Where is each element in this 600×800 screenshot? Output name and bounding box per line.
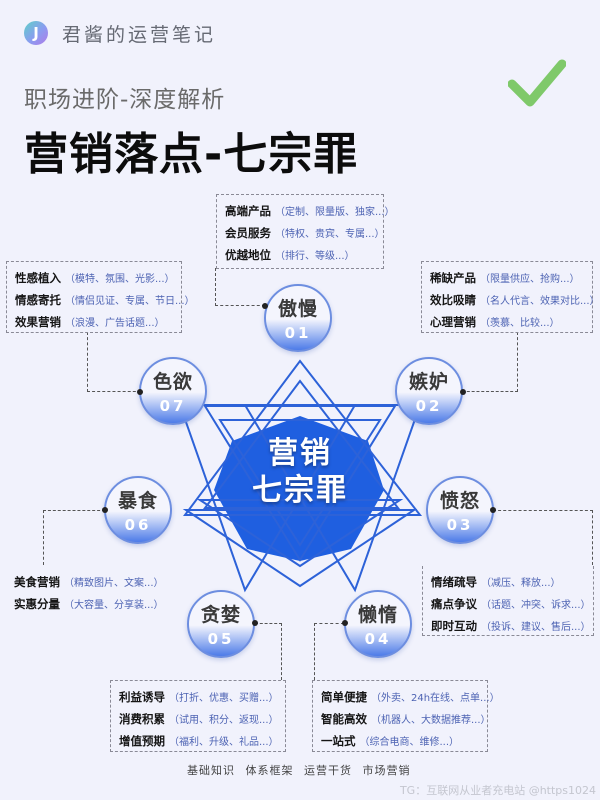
info-line: 智能高效（机器人、大数据推荐...） [321, 712, 491, 726]
sin-node-06[interactable]: 暴食 06 [104, 476, 172, 544]
sin-name: 懒惰 [357, 604, 398, 626]
connector-dot [490, 507, 496, 513]
info-line: 增值预期（福利、升级、礼品...） [119, 734, 279, 748]
connector-02 [462, 332, 518, 392]
connector-dot [262, 303, 268, 309]
info-line: 一站式（综合电商、维修...） [321, 734, 460, 748]
connector-dot [137, 389, 143, 395]
sin-number: 07 [159, 397, 187, 415]
sin-number: 03 [446, 516, 474, 534]
connector-05 [255, 623, 282, 680]
footer-tags: 基础知识 体系框架 运营干货 市场营销 [187, 762, 417, 778]
info-box-01: 高端产品（定制、限量版、独家...） 会员服务（特权、贵宾、专属...） 优越地… [216, 194, 395, 269]
info-line: 效果营销（浪漫、广告话题...） [15, 315, 165, 329]
info-line: 优越地位（排行、等级...） [225, 248, 355, 262]
brand-name: 君酱的运营笔记 [62, 23, 217, 46]
center-label-line2: 七宗罪 [252, 473, 348, 508]
info-line: 消费积累（试用、积分、返现...） [119, 712, 279, 726]
info-line: 心理营销（羡慕、比较...） [430, 315, 560, 329]
sin-number: 01 [284, 324, 312, 342]
sin-number: 05 [207, 630, 235, 648]
sin-name: 愤怒 [439, 490, 480, 512]
info-line: 即时互动（投诉、建议、售后...） [431, 619, 591, 633]
sin-node-01[interactable]: 傲慢 01 [264, 284, 332, 352]
connector-01 [215, 268, 265, 306]
sin-node-02[interactable]: 嫉妒 02 [395, 357, 463, 425]
sin-number: 06 [124, 516, 152, 534]
footer-tag: 基础知识 [187, 764, 235, 777]
info-line: 稀缺产品（限量供应、抢购...） [430, 271, 580, 285]
brand-logo-icon: J [24, 21, 48, 45]
connector-04 [314, 623, 344, 680]
center-label: 营销 七宗罪 [240, 436, 360, 510]
info-line: 实惠分量（大容量、分享装...） [14, 597, 164, 611]
info-box-02: 稀缺产品（限量供应、抢购...） 效比吸睛（名人代言、效果对比...） 心理营销… [421, 261, 600, 333]
footer-tag: 体系框架 [245, 764, 294, 777]
sin-name: 色欲 [152, 371, 193, 393]
sin-name: 暴食 [117, 490, 158, 512]
connector-dot [460, 389, 466, 395]
sin-node-07[interactable]: 色欲 07 [139, 357, 207, 425]
info-line: 情绪疏导（减压、释放...） [431, 575, 561, 589]
page-title: 营销落点-七宗罪 [24, 129, 359, 180]
sin-node-03[interactable]: 愤怒 03 [426, 476, 494, 544]
connector-dot [342, 620, 348, 626]
info-line: 情感寄托（情侣见证、专属、节日...） [15, 293, 195, 307]
footer-tag: 运营干货 [304, 764, 352, 777]
info-line: 利益诱导（打折、优惠、买赠...） [119, 690, 279, 704]
sin-name: 嫉妒 [408, 371, 449, 393]
sin-number: 02 [415, 397, 443, 415]
info-box-05: 利益诱导（打折、优惠、买赠...） 消费积累（试用、积分、返现...） 增值预期… [110, 680, 286, 752]
connector-dot [252, 620, 258, 626]
watermark: TG：互联网从业者充电站 @https1024 [399, 784, 596, 797]
checkmark-icon [508, 59, 566, 107]
page-subtitle: 职场进阶-深度解析 [24, 87, 226, 113]
connector-03 [493, 510, 593, 565]
info-box-03: 情绪疏导（减压、释放...） 痛点争议（话题、冲突、诉求...） 即时互动（投诉… [422, 566, 594, 636]
info-box-07: 性感植入（模特、氛围、光影...） 情感寄托（情侣见证、专属、节日...） 效果… [6, 261, 195, 333]
sin-number: 04 [364, 630, 392, 648]
info-line: 简单便捷（外卖、24h在线、点单...） [321, 690, 500, 704]
info-line: 痛点争议（话题、冲突、诉求...） [431, 597, 591, 611]
info-box-04: 简单便捷（外卖、24h在线、点单...） 智能高效（机器人、大数据推荐...） … [312, 680, 500, 752]
connector-dot [102, 507, 108, 513]
sin-node-04[interactable]: 懒惰 04 [344, 590, 412, 658]
info-line: 效比吸睛（名人代言、效果对比...） [430, 293, 600, 307]
info-line: 性感植入（模特、氛围、光影...） [15, 271, 175, 285]
sin-node-05[interactable]: 贪婪 05 [187, 590, 255, 658]
connector-06 [43, 510, 105, 565]
info-line: 会员服务（特权、贵宾、专属...） [225, 226, 385, 240]
center-label-line1: 营销 [268, 436, 332, 471]
info-box-06: 美食营销（精致图片、文案...） 实惠分量（大容量、分享装...） [6, 566, 178, 618]
connector-07 [87, 332, 146, 392]
info-line: 高端产品（定制、限量版、独家...） [225, 204, 395, 218]
footer-tag: 市场营销 [362, 764, 411, 777]
sin-name: 傲慢 [277, 298, 318, 320]
sin-name: 贪婪 [200, 604, 241, 626]
info-line: 美食营销（精致图片、文案...） [14, 575, 164, 589]
brand-header: J 君酱的运营笔记 [24, 20, 216, 46]
